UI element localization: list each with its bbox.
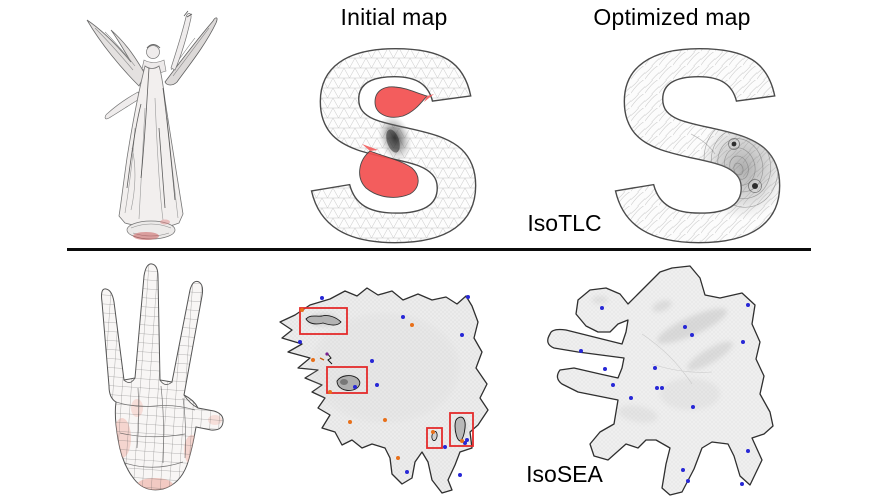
blue-landmark-dot (653, 366, 657, 370)
blue-landmark-dot (463, 441, 467, 445)
foldover-region-lower (359, 150, 419, 198)
orange-landmark-dot (431, 430, 435, 434)
blue-landmark-dot (746, 303, 750, 307)
blue-landmark-dot (370, 359, 374, 363)
orange-landmark-dot (396, 456, 400, 460)
blue-landmark-dot (466, 295, 470, 299)
orange-landmark-dot (460, 439, 464, 443)
orange-landmark-dot (311, 358, 315, 362)
orange-landmark-dot (383, 418, 387, 422)
slit-artifact (305, 315, 342, 326)
blue-landmark-dot (460, 333, 464, 337)
method-label-isotlc: IsoTLC (527, 210, 602, 236)
orange-landmark-dot (328, 390, 332, 394)
blue-landmark-dot (375, 383, 379, 387)
highlight-box (426, 427, 443, 449)
method-label-isosea: IsoSEA (526, 461, 603, 487)
blue-landmark-dot (465, 438, 469, 442)
highlight-box (299, 307, 348, 335)
blue-landmark-dot (660, 386, 664, 390)
blue-landmark-dot (686, 479, 690, 483)
blue-landmarks-layer (298, 295, 470, 477)
initial-map-title: Initial map (340, 4, 448, 30)
orange-landmarks-layer (300, 308, 464, 460)
highlight-box (326, 366, 368, 394)
swirl-distortion-region (690, 111, 789, 220)
blue-landmark-dot (746, 449, 750, 453)
optimized-map-hand-mesh (547, 265, 774, 496)
blue-landmark-dot (298, 340, 302, 344)
orange-landmark-dot (348, 420, 352, 424)
blue-landmark-dot (655, 386, 659, 390)
blue-landmark-dot (690, 333, 694, 337)
blue-landmarks-layer (579, 303, 750, 486)
blue-landmark-dot (603, 367, 607, 371)
orange-landmark-dot (300, 308, 304, 312)
angel-statue-3d-model (86, 10, 218, 240)
blue-landmark-dot (579, 349, 583, 353)
blue-landmark-dot (405, 470, 409, 474)
blue-landmark-dot (629, 396, 633, 400)
blue-landmark-dot (443, 445, 447, 449)
blue-landmark-dot (681, 468, 685, 472)
blue-landmark-dot (320, 296, 324, 300)
blue-landmark-dot (740, 482, 744, 486)
blue-landmark-dot (401, 315, 405, 319)
blue-landmark-dot (741, 340, 745, 344)
row-divider-line (67, 248, 811, 251)
optimized-map-s-mesh: S S (607, 38, 791, 246)
initial-map-s-mesh: S (303, 38, 487, 246)
blue-landmark-dot (353, 385, 357, 389)
highlight-boxes-layer (299, 307, 474, 449)
blue-landmark-dot (691, 405, 695, 409)
blue-landmark-dot (600, 306, 604, 310)
orange-landmark-dot (410, 323, 414, 327)
blue-landmark-dot (611, 383, 615, 387)
blue-landmark-dot (683, 325, 687, 329)
optimized-map-title: Optimized map (593, 4, 751, 30)
highlight-box (449, 412, 474, 447)
blue-landmark-dot (458, 473, 462, 477)
hand-statue-3d-model (101, 263, 224, 491)
initial-map-hand-mesh (279, 287, 489, 494)
